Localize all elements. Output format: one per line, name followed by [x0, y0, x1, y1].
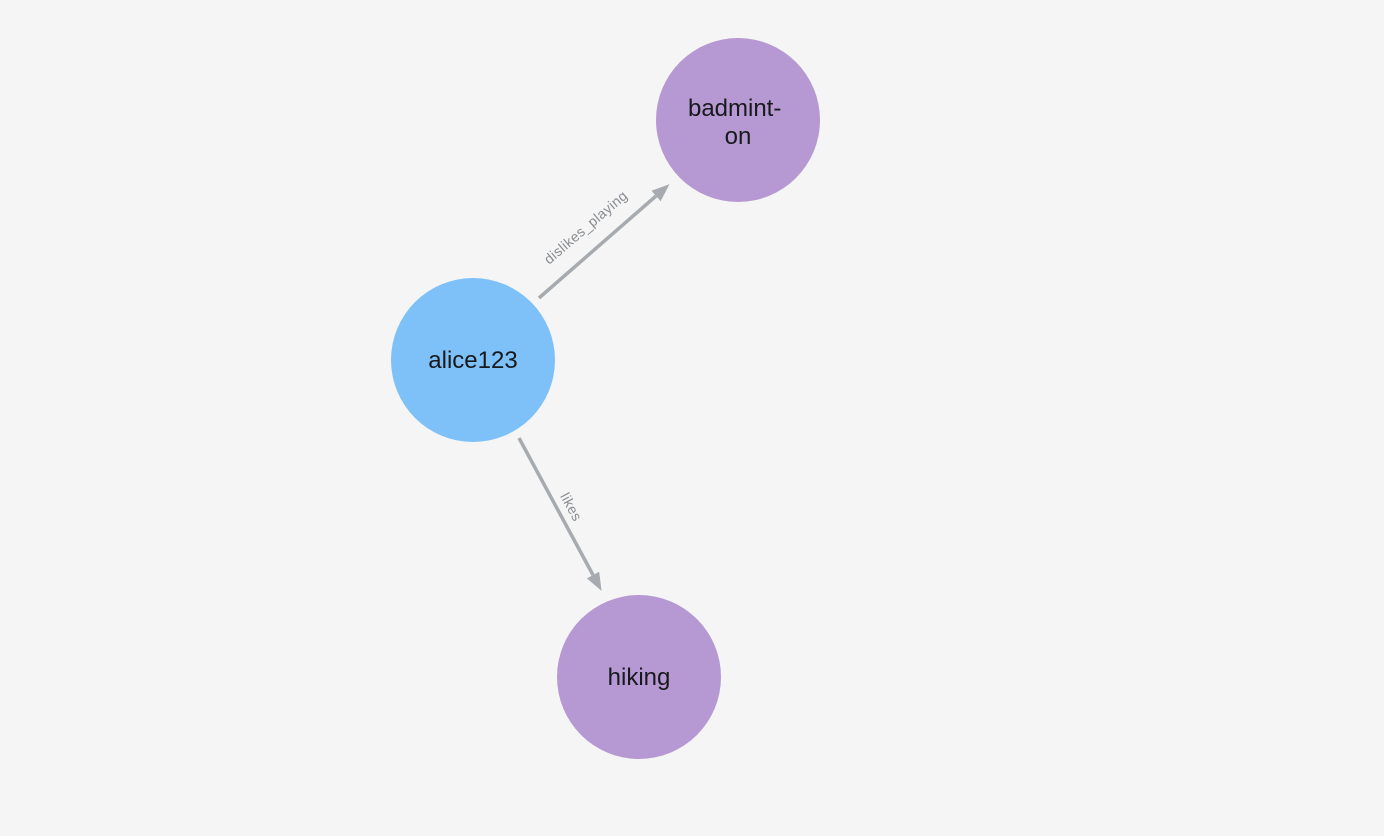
node-badminton: badmint- on: [656, 38, 820, 202]
node-hiking: hiking: [557, 595, 721, 759]
edge-line-likes[interactable]: [517, 437, 602, 591]
edge-line-dislikes-playing[interactable]: [537, 184, 670, 300]
node-circle-alice123[interactable]: [391, 278, 555, 442]
edge-dislikes-playing: dislikes_playing: [537, 184, 670, 300]
node-circle-hiking[interactable]: [557, 595, 721, 759]
node-alice123: alice123: [391, 278, 555, 442]
node-circle-badminton[interactable]: [656, 38, 820, 202]
edge-likes: likes: [517, 437, 602, 591]
